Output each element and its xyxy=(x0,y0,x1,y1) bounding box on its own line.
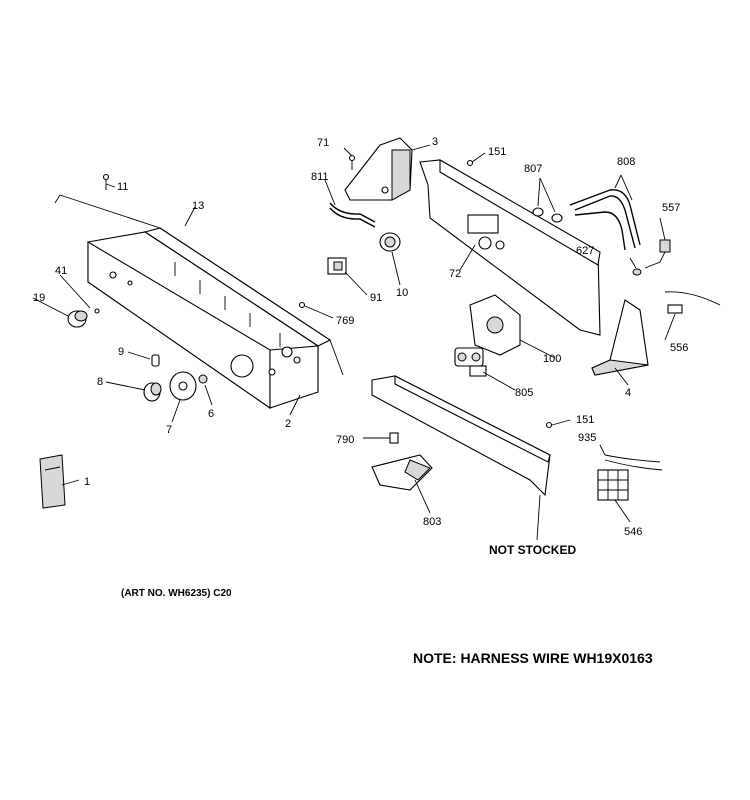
pump-100 xyxy=(469,294,521,356)
knob-19 xyxy=(67,308,100,328)
screw-71 xyxy=(348,154,356,170)
bracket-9 xyxy=(151,354,160,367)
washer-807 xyxy=(532,177,563,223)
screw-151-bottom xyxy=(545,421,553,429)
label-803: 803 xyxy=(423,516,441,528)
label-627: 627 xyxy=(576,245,594,257)
label-9: 9 xyxy=(118,346,124,358)
label-556: 556 xyxy=(670,342,688,354)
label-6: 6 xyxy=(208,408,214,420)
label-4: 4 xyxy=(625,387,631,399)
not-stocked-label: NOT STOCKED xyxy=(489,543,576,557)
knob-8 xyxy=(143,382,162,402)
plug-557 xyxy=(644,239,671,269)
label-151-bottom: 151 xyxy=(576,414,594,426)
label-546: 546 xyxy=(624,526,642,538)
control-panel-assembly xyxy=(54,194,344,410)
harness-546 xyxy=(597,454,663,501)
component-91 xyxy=(327,257,347,275)
label-557: 557 xyxy=(662,202,680,214)
base-not-stocked xyxy=(371,375,551,497)
label-8: 8 xyxy=(97,376,103,388)
screw-11 xyxy=(102,173,110,190)
label-13: 13 xyxy=(192,200,204,212)
screw-769 xyxy=(298,301,306,309)
part-627 xyxy=(632,268,642,276)
label-72: 72 xyxy=(449,268,461,280)
valve-805 xyxy=(454,347,487,377)
hose-811 xyxy=(329,202,376,228)
label-71: 71 xyxy=(317,137,329,149)
label-41: 41 xyxy=(55,265,67,277)
label-100: 100 xyxy=(543,353,561,365)
label-3: 3 xyxy=(432,136,438,148)
label-1: 1 xyxy=(84,476,90,488)
housing-803 xyxy=(371,454,433,491)
label-7: 7 xyxy=(166,424,172,436)
label-790: 790 xyxy=(336,434,354,446)
label-805: 805 xyxy=(515,387,533,399)
bracket-4 xyxy=(591,299,649,376)
label-11: 11 xyxy=(117,181,128,193)
pressure-switch-10 xyxy=(379,232,401,252)
label-807: 807 xyxy=(524,163,542,175)
clip-6 xyxy=(198,374,208,384)
label-19: 19 xyxy=(33,292,45,304)
clip-790 xyxy=(389,432,399,444)
label-811: 811 xyxy=(311,171,329,183)
screw-151-top xyxy=(466,159,474,167)
art-number: (ART NO. WH6235) C20 xyxy=(121,588,232,599)
dial-7 xyxy=(169,371,197,401)
leader-lines xyxy=(32,144,676,541)
label-91: 91 xyxy=(370,292,382,304)
label-151-top: 151 xyxy=(488,146,506,158)
backsplash-72 xyxy=(419,159,601,336)
label-769: 769 xyxy=(336,315,354,327)
label-808: 808 xyxy=(617,156,635,168)
label-2: 2 xyxy=(285,418,291,430)
cord-556 xyxy=(664,291,721,314)
bracket-3 xyxy=(344,137,413,201)
envelope-1 xyxy=(39,454,66,509)
harness-note: NOTE: HARNESS WIRE WH19X0163 xyxy=(413,650,653,666)
label-935: 935 xyxy=(578,432,596,444)
label-10: 10 xyxy=(396,287,408,299)
hose-808 xyxy=(569,174,641,251)
